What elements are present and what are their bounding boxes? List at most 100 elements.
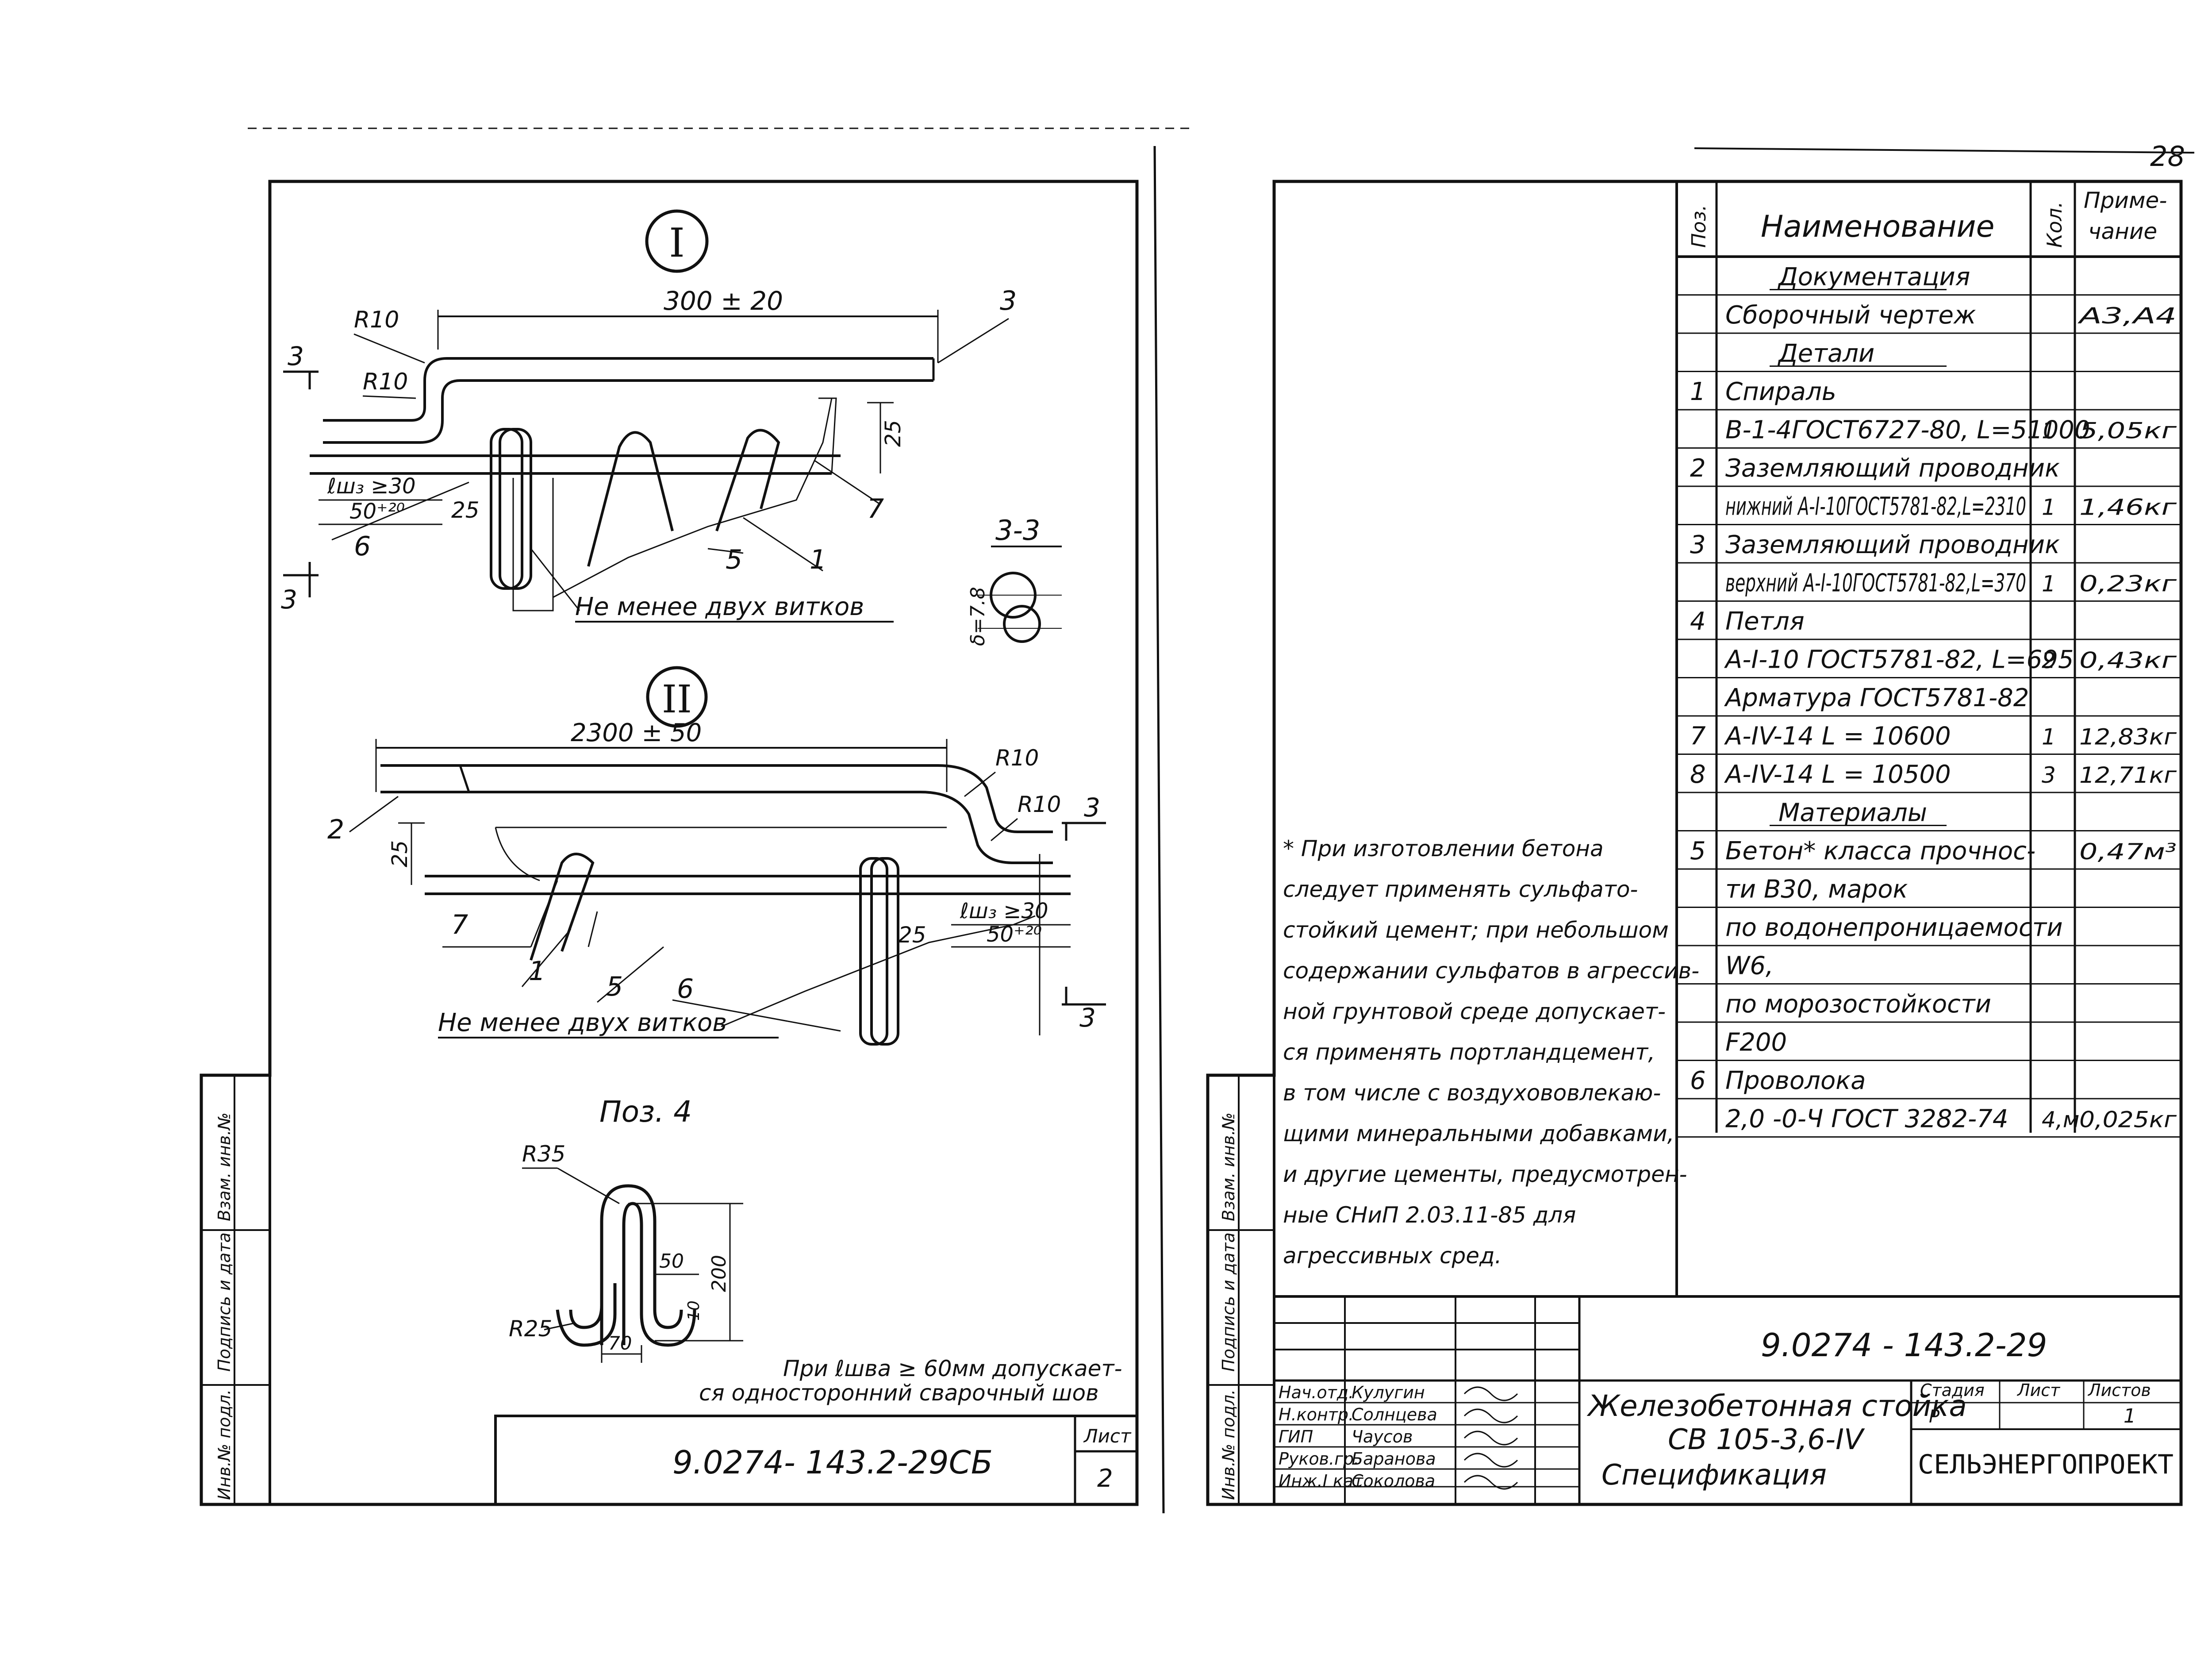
node-1-marker: I [669, 220, 685, 266]
specification-table: Поз. Наименование Кол. Приме- чание Доку… [1675, 181, 2181, 1296]
node-2-lw: ℓш₃ ≥30 [960, 899, 1048, 923]
pos4-r25: R25 [509, 1316, 552, 1342]
right-sheet: Инв.№ подл. Подпись и дата Взам. инв.№ П… [1206, 180, 2183, 1506]
table-cell-pos: 6 [1690, 1066, 1706, 1095]
signer-name: Соколова [1352, 1471, 1435, 1491]
table-cell-note: 0,43кг [2079, 648, 2177, 673]
header-pos: Поз. [1688, 205, 1710, 248]
title-block: 9.0274 - 143.2-29 Железобетонная стойка … [1274, 1295, 2181, 1504]
node-1-pos-3: 3 [1000, 285, 1017, 316]
cement-note-line: ные СНиП 2.03.11-85 для [1283, 1202, 1576, 1228]
table-cell-pos: 5 [1690, 837, 1706, 865]
node-1-dim-50: 50⁺²⁰ [349, 499, 405, 524]
table-cell-name: Проволока [1725, 1066, 1866, 1095]
side-label-sign: Подпись и дата [215, 1232, 234, 1372]
node-1-dim-25: 25 [451, 497, 480, 523]
table-cell-name: Спираль [1725, 377, 1836, 406]
sheets-value: 1 [2124, 1405, 2136, 1427]
node-1-section-bottom: 3 [281, 585, 297, 615]
table-cell-name: F200 [1725, 1028, 1787, 1057]
left-sheet-label: Лист [1083, 1425, 1132, 1447]
signer-role: ГИП [1279, 1427, 1313, 1446]
left-sheet-number: 2 [1097, 1464, 1113, 1493]
node-1-r-bottom: R10 [363, 369, 408, 395]
node-2-pos-6: 6 [677, 973, 694, 1004]
node-2-pos-5: 5 [606, 971, 623, 1002]
node-2-section-top: 3 [1084, 792, 1100, 823]
table-cell-name: Петля [1725, 607, 1805, 636]
node-1-section-top: 3 [288, 341, 304, 371]
node-1-length: 300 ± 20 [664, 286, 783, 316]
table-cell-note: 0,47м³ [2079, 839, 2177, 865]
node-2: II 2300 ± 50 R10 R10 2 [327, 666, 1106, 1046]
table-cell-name: Материалы [1778, 799, 1927, 827]
left-sheet-code: 9.0274- 143.2-29СБ [672, 1444, 993, 1481]
cement-note-line: агрессивных сред. [1283, 1243, 1502, 1269]
node-2-turns-note: Не менее двух витков [438, 1008, 727, 1037]
cement-note-line: содержании сульфатов в агрессив- [1283, 958, 1699, 984]
node-1-pos-1: 1 [810, 544, 826, 575]
table-cell-qty: 4,м [2042, 1107, 2079, 1133]
left-sheet: Инв.№ подл. Подпись и дата Взам. инв.№ I… [200, 146, 1165, 1514]
header-note-2: чание [2088, 219, 2157, 244]
signer-name: Солнцева [1352, 1405, 1437, 1424]
title-line-1: Железобетонная стойка [1586, 1389, 1967, 1423]
table-cell-name: А-IV-14 L = 10600 [1724, 722, 1951, 751]
sheet-label: Лист [2016, 1381, 2061, 1400]
table-cell-name: Арматура ГОСТ5781-82 [1724, 684, 2029, 712]
table-cell-name: А-I-10 ГОСТ5781-82, L=695 [1724, 646, 2074, 674]
section-3-3-dim: δ=7.8 [967, 587, 989, 646]
cement-note-line: щими минеральными добавками, [1283, 1121, 1674, 1146]
table-cell-name: Бетон* класса прочнос- [1725, 837, 2035, 865]
signer-name: Чаусов [1352, 1427, 1413, 1446]
node-1-lw: ℓш₃ ≥30 [327, 474, 416, 499]
signer-name: Кулугин [1352, 1383, 1425, 1402]
cement-note-line: стойкий цемент; при небольшом [1283, 917, 1669, 943]
table-cell-name: W6, [1725, 952, 1774, 981]
table-cell-name: Заземляющий проводник [1725, 454, 2060, 483]
table-cell-name: нижний А-I-10ГОСТ5781-82,L=2310 [1725, 492, 2026, 521]
node-1-pos-6: 6 [354, 531, 371, 562]
table-cell-name: Документация [1777, 263, 1970, 292]
node-2-r-top: R10 [995, 745, 1039, 771]
pos4-detail: Поз. 4 R35 200 50 10 R25 70 [509, 1095, 743, 1363]
node-2-pos-7: 7 [451, 909, 468, 940]
signer-role: Нач.отд. [1279, 1383, 1354, 1402]
signature-scribble [1463, 1453, 1518, 1468]
section-3-3-title: 3-3 [995, 514, 1040, 546]
table-cell-pos: 4 [1690, 607, 1706, 636]
node-1-pos-5: 5 [726, 544, 742, 575]
node-2-dim-25: 25 [898, 922, 926, 948]
signature-scribble [1463, 1408, 1518, 1423]
node-2-dim-50: 50⁺²⁰ [987, 922, 1042, 947]
table-cell-pos: 1 [1690, 377, 1706, 406]
table-cell-note: 1,46кг [2079, 495, 2177, 520]
node-1-turns-note: Не менее двух витков [575, 592, 864, 621]
left-stamp: 9.0274- 143.2-29СБ Лист 2 [494, 1415, 1138, 1506]
organization: СЕЛЬЭНЕРГОПРОЕКТ [1918, 1449, 2174, 1480]
node-2-r-bottom: R10 [1018, 792, 1061, 817]
side-label-sign-right: Подпись и дата [1219, 1232, 1238, 1372]
cement-note-line: следует применять сульфато- [1283, 877, 1638, 902]
table-cell-note: 0,025кг [2079, 1107, 2177, 1133]
node-1-pos-7: 7 [867, 493, 884, 524]
header-name: Наименование [1761, 209, 1994, 244]
pos4-dim50: 50 [659, 1250, 684, 1273]
signer-role: Н.контр. [1279, 1405, 1354, 1424]
pos4-dim200: 200 [708, 1255, 730, 1292]
table-cell-qty: 1 [2042, 724, 2056, 750]
title-line-3: Спецификация [1601, 1459, 1827, 1492]
pos4-dim10: 10 [685, 1300, 703, 1321]
table-cell-note: А3,А4 [2078, 303, 2177, 329]
signature-scribble [1463, 1386, 1518, 1401]
table-cell-name: 2,0 -0-Ч ГОСТ 3282-74 [1725, 1105, 2008, 1134]
cement-note-line: ной грунтовой среде допускает- [1283, 999, 1666, 1024]
table-cell-name: по морозостойкости [1725, 990, 1991, 1019]
table-cell-name: Детали [1777, 339, 1874, 368]
signer-role: Инж.I кат. [1279, 1471, 1368, 1491]
signature-scribble [1463, 1431, 1518, 1446]
